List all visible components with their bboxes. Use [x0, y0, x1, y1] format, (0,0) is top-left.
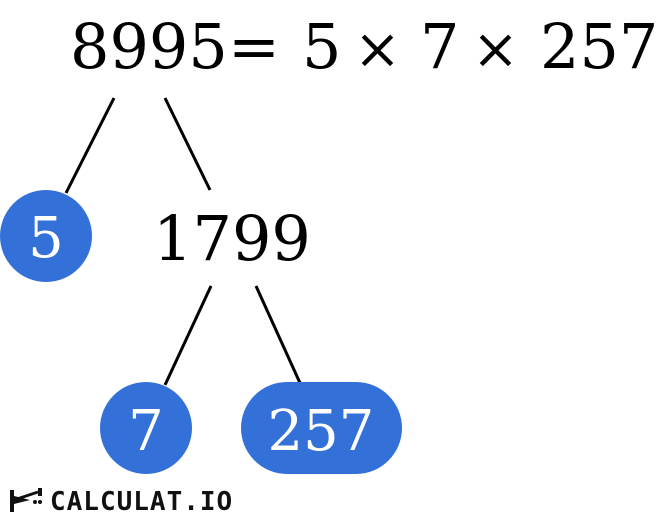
- equation-times-2: ×: [472, 17, 519, 82]
- equation-factor-3: 257: [540, 10, 658, 83]
- prime-node-7-label: 7: [128, 399, 164, 464]
- calculator-logo-icon: [8, 486, 44, 519]
- branch-1799-to-prime-257: [254, 285, 302, 384]
- prime-node-7: [100, 382, 192, 474]
- composite-node-1799: 1799: [153, 202, 311, 275]
- equation-times-1: ×: [354, 17, 401, 82]
- prime-node-257: [241, 382, 402, 474]
- prime-node-257-label: 257: [268, 399, 375, 464]
- brand-watermark: CALCULAT.IO: [8, 486, 233, 518]
- prime-node-5: [0, 190, 92, 282]
- equation-equals: =: [228, 10, 280, 83]
- branch-1799-to-prime-7: [163, 285, 213, 386]
- branch-root-to-prime-5: [64, 97, 116, 194]
- brand-name: CALCULAT.IO: [50, 487, 234, 517]
- equation-number: 8995: [70, 10, 228, 83]
- prime-node-5-label: 5: [28, 206, 64, 271]
- equation-factor-1: 5: [302, 10, 341, 83]
- equation-factor-2: 7: [420, 10, 459, 83]
- branch-root-to-1799: [163, 97, 212, 191]
